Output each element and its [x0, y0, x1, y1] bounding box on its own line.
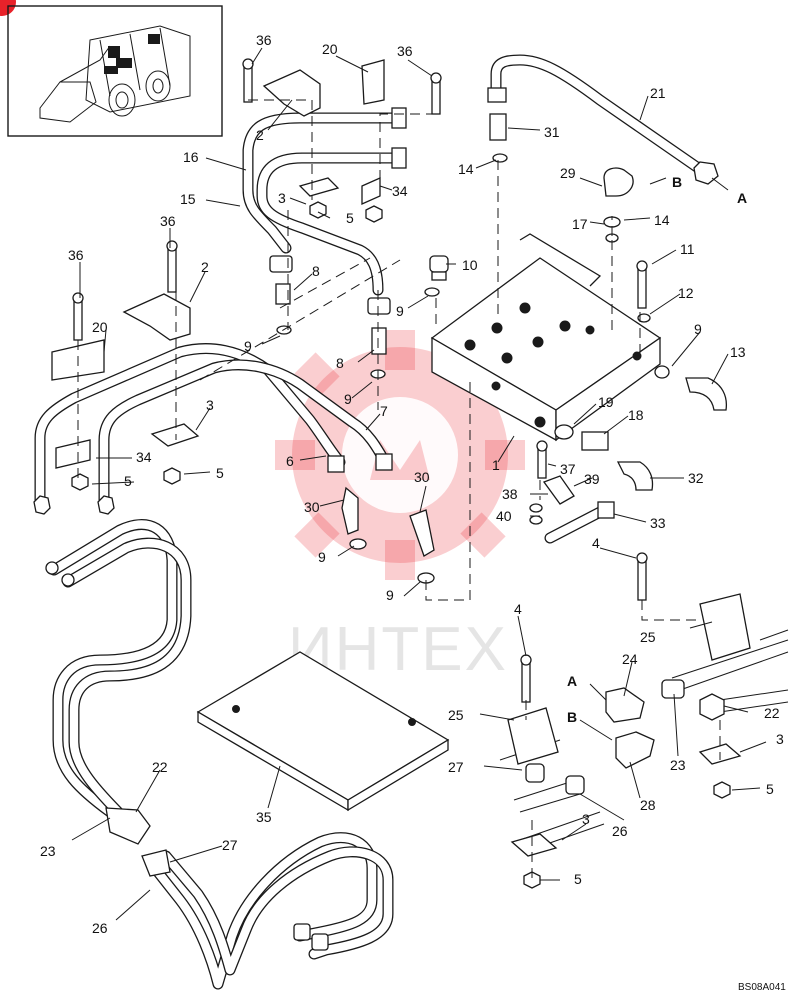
callout-5: 5	[216, 465, 224, 481]
callout-8: 8	[336, 355, 344, 371]
callout-9: 9	[396, 303, 404, 319]
callout-36: 36	[160, 213, 176, 229]
callout-5: 5	[346, 210, 354, 226]
mid-tube-pair	[34, 343, 390, 506]
callout-A: A	[567, 673, 577, 689]
callout-22: 22	[152, 759, 168, 775]
callout-25: 25	[448, 707, 464, 723]
fittings	[105, 87, 728, 951]
callout-22: 22	[764, 705, 780, 721]
control-valve-block	[430, 233, 662, 442]
tube-33	[544, 504, 610, 544]
callout-2: 2	[256, 127, 264, 143]
leader-lines	[71, 47, 767, 921]
callout-36: 36	[68, 247, 84, 263]
callout-35: 35	[256, 809, 272, 825]
callout-36: 36	[397, 43, 413, 59]
callout-7: 7	[380, 403, 388, 419]
callout-28: 28	[640, 797, 656, 813]
callout-B: B	[672, 174, 682, 190]
callout-4: 4	[592, 535, 600, 551]
callout-4: 4	[514, 601, 522, 617]
callout-32: 32	[688, 470, 704, 486]
callout-5: 5	[574, 871, 582, 887]
tube-21	[490, 54, 719, 185]
callout-11: 11	[680, 241, 695, 257]
lower-tube-pair	[144, 832, 394, 990]
machine-inset	[7, 5, 223, 137]
callout-21: 21	[650, 85, 666, 101]
callout-26: 26	[612, 823, 628, 839]
callout-9: 9	[344, 391, 352, 407]
callout-16: 16	[183, 149, 199, 165]
callout-37: 37	[560, 461, 576, 477]
callout-34: 34	[136, 449, 152, 465]
callout-8: 8	[312, 263, 320, 279]
callout-26: 26	[92, 920, 108, 936]
callout-14: 14	[458, 161, 474, 177]
callout-20: 20	[92, 319, 108, 335]
callout-9: 9	[244, 338, 252, 354]
callout-29: 29	[560, 165, 576, 181]
callout-13: 13	[730, 344, 746, 360]
callout-10: 10	[462, 257, 478, 273]
callout-3: 3	[278, 190, 286, 206]
callout-20: 20	[322, 41, 338, 57]
upper-tube-pair	[242, 107, 407, 296]
assembly-centre-lines	[77, 99, 721, 880]
nuts	[33, 201, 731, 889]
callout-23: 23	[670, 757, 686, 773]
callout-34: 34	[392, 183, 408, 199]
clamp-brackets	[51, 59, 751, 857]
callout-15: 15	[180, 191, 196, 207]
callout-9: 9	[386, 587, 394, 603]
bolts	[72, 58, 648, 703]
callout-25: 25	[640, 629, 656, 645]
callout-38: 38	[502, 486, 518, 502]
callout-19: 19	[598, 394, 614, 410]
callout-5: 5	[766, 781, 774, 797]
callout-2: 2	[201, 259, 209, 275]
callout-33: 33	[650, 515, 666, 531]
callout-1: 1	[492, 457, 500, 473]
callout-24: 24	[622, 651, 638, 667]
callout-27: 27	[222, 837, 238, 853]
callout-3: 3	[582, 811, 590, 827]
callout-9: 9	[318, 549, 326, 565]
callout-18: 18	[628, 407, 644, 423]
callout-17: 17	[572, 216, 588, 232]
callout-6: 6	[286, 453, 294, 469]
callout-5: 5	[124, 473, 132, 489]
drawing-code: BS08A041	[738, 982, 786, 993]
callout-31: 31	[544, 124, 560, 140]
callout-14: 14	[654, 212, 670, 228]
callout-40: 40	[496, 508, 512, 524]
callout-12: 12	[678, 285, 694, 301]
lower-left-tube-pair	[45, 519, 192, 826]
callout-23: 23	[40, 843, 56, 859]
callout-A: A	[737, 190, 747, 206]
callout-30: 30	[304, 499, 320, 515]
callout-B: B	[567, 709, 577, 725]
callout-3: 3	[206, 397, 214, 413]
callout-3: 3	[776, 731, 784, 747]
cover-plate	[196, 651, 450, 812]
callout-30: 30	[414, 469, 430, 485]
callout-36: 36	[256, 32, 272, 48]
callout-27: 27	[448, 759, 464, 775]
callout-39: 39	[584, 471, 600, 487]
callout-9: 9	[694, 321, 702, 337]
o-rings	[276, 153, 670, 584]
callout-labels: 36 20 36 2 16 15 3 5 34 21 31 14 29 B A …	[40, 32, 784, 936]
